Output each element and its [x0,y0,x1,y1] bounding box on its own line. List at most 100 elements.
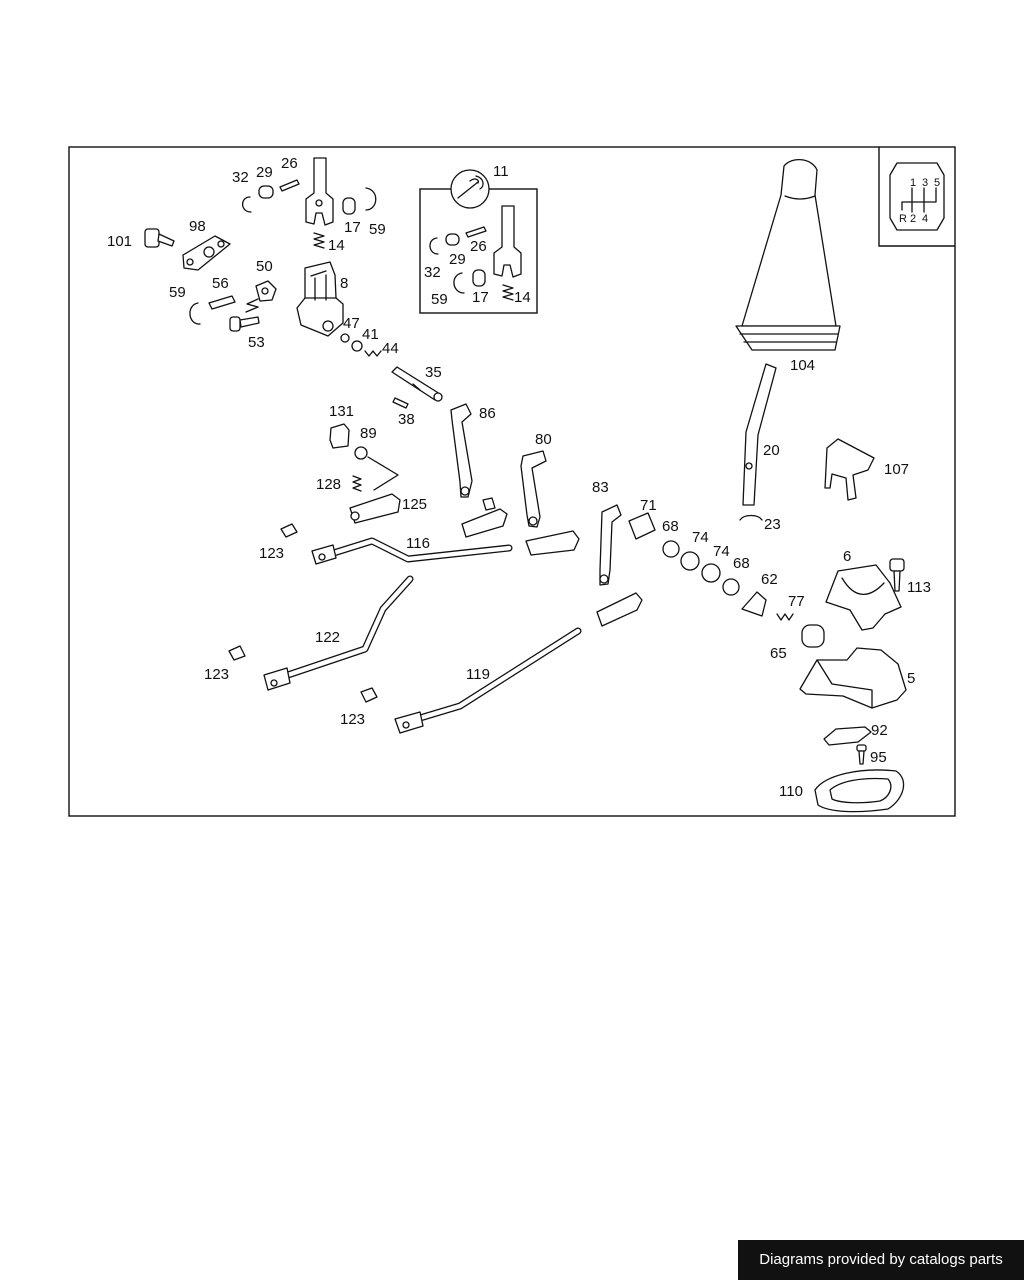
socket-125-drawing [349,493,401,524]
rod-119-drawing [394,627,582,734]
label-74b: 74 [713,543,730,560]
clip-32b-drawing [429,237,439,255]
label-123a: 123 [259,545,284,562]
bushing-17-drawing [342,197,356,215]
washer-68b-drawing [722,578,740,596]
block-50-drawing [255,280,277,302]
label-23: 23 [764,516,781,533]
label-32: 32 [232,169,249,186]
gear-3-label: 3 [922,177,928,189]
label-26b: 26 [470,238,487,255]
socket-80-drawing [525,530,580,556]
bushing-65-drawing [801,624,825,648]
label-80: 80 [535,431,552,448]
label-128: 128 [316,476,341,493]
bracket-107-drawing [824,438,875,501]
ring-47-drawing [340,333,350,343]
label-98: 98 [189,218,206,235]
credit-banner: Diagrams provided by catalogs parts [738,1240,1024,1280]
base-5-drawing [799,647,907,709]
boot-104-drawing [735,159,841,351]
clip-131-drawing [329,423,350,449]
label-62: 62 [761,571,778,588]
label-47: 47 [343,315,360,332]
bracket-98-drawing [182,235,231,271]
label-32b: 32 [424,264,441,281]
shift-pattern-frame [878,147,955,247]
label-68: 68 [662,518,679,535]
bushing-29-drawing [258,185,274,199]
nipple-123c-drawing [360,687,378,703]
disc-74b-drawing [701,563,721,583]
label-59c: 59 [431,291,448,308]
clip-23-drawing [739,514,763,521]
bushing-29b-drawing [445,233,460,246]
pin-26-drawing [279,179,300,192]
label-17b: 17 [472,289,489,306]
lever-fork-b-drawing [493,205,522,278]
label-119: 119 [466,666,490,683]
label-59: 59 [369,221,386,238]
label-50: 50 [256,258,273,275]
rod-122-drawing [263,575,414,691]
leader-line-89 [367,456,399,491]
plate-92-drawing [823,726,872,746]
rod-116-drawing [311,537,513,565]
diagram-frame [68,146,956,817]
label-38: 38 [398,411,415,428]
spring-14-drawing [313,232,325,249]
clip-59-drawing [365,187,377,211]
gear-4-label: 4 [922,213,928,225]
clip-59c-drawing [453,272,465,294]
pin-38-drawing [392,397,409,409]
label-131: 131 [329,403,354,420]
label-123c: 123 [340,711,365,728]
nipple-123b-drawing [228,645,246,661]
frame-110-drawing [814,769,905,813]
label-101: 101 [107,233,132,250]
label-89: 89 [360,425,377,442]
pin-56-drawing [208,295,236,310]
label-65: 65 [770,645,787,662]
label-125: 125 [402,496,427,513]
label-35: 35 [425,364,442,381]
nut-41-drawing [351,340,363,352]
pin-26b-drawing [465,226,487,238]
label-26: 26 [281,155,298,172]
spring-128-drawing [352,475,362,492]
gear-2-label: 2 [910,213,916,225]
label-56: 56 [212,275,229,292]
spring-77-drawing [776,613,794,621]
gear-1-label: 1 [910,177,916,189]
housing-6-drawing [825,564,902,631]
label-110: 110 [779,783,803,800]
shaft-35-drawing [391,366,443,402]
label-122: 122 [315,629,340,646]
housing-8-drawing [296,261,344,337]
disc-74a-drawing [680,551,700,571]
label-113: 113 [907,579,931,596]
label-44: 44 [382,340,399,357]
label-74: 74 [692,529,709,546]
bolt-113-drawing [889,558,905,592]
bolt-53-drawing [229,298,260,332]
gear-r-label: R [899,213,907,225]
label-53: 53 [248,334,265,351]
label-14: 14 [328,237,345,254]
wrench-icon [450,169,490,209]
label-116: 116 [406,535,430,552]
label-92: 92 [871,722,888,739]
label-6: 6 [843,548,851,565]
lever-fork-drawing [305,157,334,226]
label-14b: 14 [514,289,531,306]
bushing-71-drawing [628,512,656,540]
label-123b: 123 [204,666,229,683]
label-59b: 59 [169,284,186,301]
plate-62-drawing [741,591,767,617]
arm-80-drawing [520,450,547,528]
label-68b: 68 [733,555,750,572]
arm-83-drawing [599,504,622,586]
clip-32-drawing [241,196,252,213]
bushing-17b-drawing [472,269,486,287]
